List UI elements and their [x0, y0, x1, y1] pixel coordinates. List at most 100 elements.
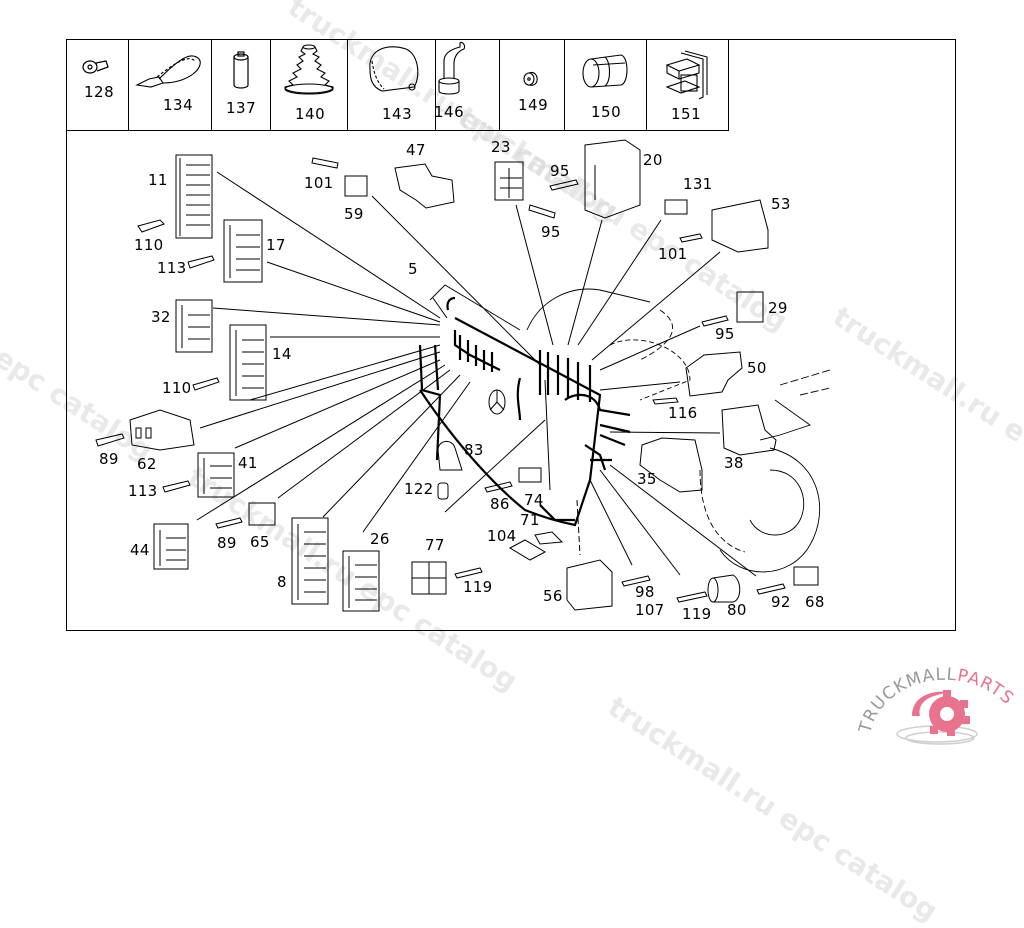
- part-number: 149: [518, 96, 549, 114]
- connector-47: [394, 163, 455, 209]
- connector-68: [793, 566, 819, 586]
- connector-41: [197, 452, 235, 498]
- connector-11: [175, 154, 213, 239]
- protective-cap-icon: [369, 46, 419, 92]
- callout-119[interactable]: 119: [682, 605, 712, 623]
- part-cell-140[interactable]: 140: [271, 39, 348, 130]
- callout-62[interactable]: 62: [137, 455, 157, 473]
- part-number: 143: [382, 105, 413, 123]
- callout-17[interactable]: 17: [266, 236, 286, 254]
- callout-23[interactable]: 23: [491, 138, 511, 156]
- callout-74[interactable]: 74: [524, 491, 544, 509]
- callout-44[interactable]: 44: [130, 541, 150, 559]
- connector-32: [175, 299, 213, 353]
- callout-5[interactable]: 5: [408, 260, 418, 278]
- callout-47[interactable]: 47: [406, 141, 426, 159]
- connector-53: [711, 199, 769, 253]
- callout-56[interactable]: 56: [543, 587, 563, 605]
- ring-terminal-icon: [82, 60, 109, 74]
- part-cell-151[interactable]: 151: [647, 39, 729, 130]
- callout-119[interactable]: 119: [463, 578, 493, 596]
- callout-68[interactable]: 68: [805, 593, 825, 611]
- connector-29: [736, 291, 764, 323]
- part-104: [508, 539, 547, 561]
- callout-104[interactable]: 104: [487, 527, 517, 545]
- callout-32[interactable]: 32: [151, 308, 171, 326]
- connector-35: [639, 437, 703, 493]
- callout-38[interactable]: 38: [724, 454, 744, 472]
- elbow-grommet-icon: [438, 41, 466, 95]
- part-cell-134[interactable]: 134: [129, 39, 212, 130]
- connector-77: [411, 561, 447, 595]
- callout-8[interactable]: 8: [277, 573, 287, 591]
- callout-86[interactable]: 86: [490, 495, 510, 513]
- callout-101[interactable]: 101: [658, 245, 688, 263]
- part-122: [437, 482, 449, 500]
- callout-11[interactable]: 11: [148, 171, 168, 189]
- callout-113[interactable]: 113: [157, 259, 187, 277]
- connector-23: [494, 161, 524, 201]
- callout-95[interactable]: 95: [550, 162, 570, 180]
- callout-80[interactable]: 80: [727, 601, 747, 619]
- connector-17: [223, 219, 263, 283]
- connector-59: [344, 175, 368, 197]
- cap-sleeve-icon: [582, 54, 628, 88]
- part-71: [534, 531, 564, 545]
- part-number: 128: [84, 83, 115, 101]
- callout-110[interactable]: 110: [162, 379, 192, 397]
- callout-77[interactable]: 77: [425, 536, 445, 554]
- callout-65[interactable]: 65: [250, 533, 270, 551]
- connector-62: [129, 409, 195, 451]
- callout-101[interactable]: 101: [304, 174, 334, 192]
- part-cell-146[interactable]: 146: [434, 39, 500, 130]
- callout-50[interactable]: 50: [747, 359, 767, 377]
- callout-116[interactable]: 116: [668, 404, 698, 422]
- callout-26[interactable]: 26: [370, 530, 390, 548]
- callout-59[interactable]: 59: [344, 205, 364, 223]
- part-cell-150[interactable]: 150: [565, 39, 647, 130]
- connector-38: [721, 404, 777, 456]
- part-cell-137[interactable]: 137: [212, 39, 271, 130]
- callout-95[interactable]: 95: [541, 223, 561, 241]
- gear-logo-icon: TRUCKMALLPARTS: [855, 665, 1017, 745]
- part-cell-149[interactable]: 149: [500, 39, 565, 130]
- part-number: 146: [434, 103, 465, 121]
- callout-71[interactable]: 71: [520, 511, 540, 529]
- callout-92[interactable]: 92: [771, 593, 791, 611]
- harness-bundle: [418, 296, 631, 527]
- callout-95[interactable]: 95: [715, 325, 735, 343]
- accessory-parts-row: 128 134 137 140: [66, 39, 729, 131]
- callout-83[interactable]: 83: [464, 441, 484, 459]
- callout-89[interactable]: 89: [217, 534, 237, 552]
- rubber-boot-icon: [284, 44, 334, 95]
- leader-lines: [196, 171, 757, 577]
- connector-14: [229, 324, 267, 401]
- callout-53[interactable]: 53: [771, 195, 791, 213]
- part-number: 137: [226, 99, 257, 117]
- callout-20[interactable]: 20: [643, 151, 663, 169]
- part-number: 140: [295, 105, 326, 123]
- cable-tie-icon: [135, 55, 201, 88]
- terminals: [95, 157, 786, 603]
- dashboard-outline: [429, 284, 831, 573]
- grommet-plug-icon: [523, 71, 538, 86]
- mercedes-star-emblem: [488, 389, 506, 415]
- cylinder-sleeve-icon: [233, 51, 249, 89]
- part-cell-143[interactable]: 143: [348, 39, 436, 130]
- callout-122[interactable]: 122: [404, 480, 434, 498]
- callout-113[interactable]: 113: [128, 482, 158, 500]
- callout-14[interactable]: 14: [272, 345, 292, 363]
- callout-131[interactable]: 131: [683, 175, 713, 193]
- callout-41[interactable]: 41: [238, 454, 258, 472]
- relay-131: [664, 199, 688, 215]
- callout-98[interactable]: 98: [635, 583, 655, 601]
- connector-50: [685, 351, 743, 397]
- callout-89[interactable]: 89: [99, 450, 119, 468]
- connector-8: [291, 517, 329, 605]
- callout-110[interactable]: 110: [134, 236, 164, 254]
- callout-35[interactable]: 35: [637, 470, 657, 488]
- part-cell-128[interactable]: 128: [66, 39, 129, 130]
- connector-83: [437, 441, 463, 471]
- callout-107[interactable]: 107: [635, 601, 665, 619]
- callout-29[interactable]: 29: [768, 299, 788, 317]
